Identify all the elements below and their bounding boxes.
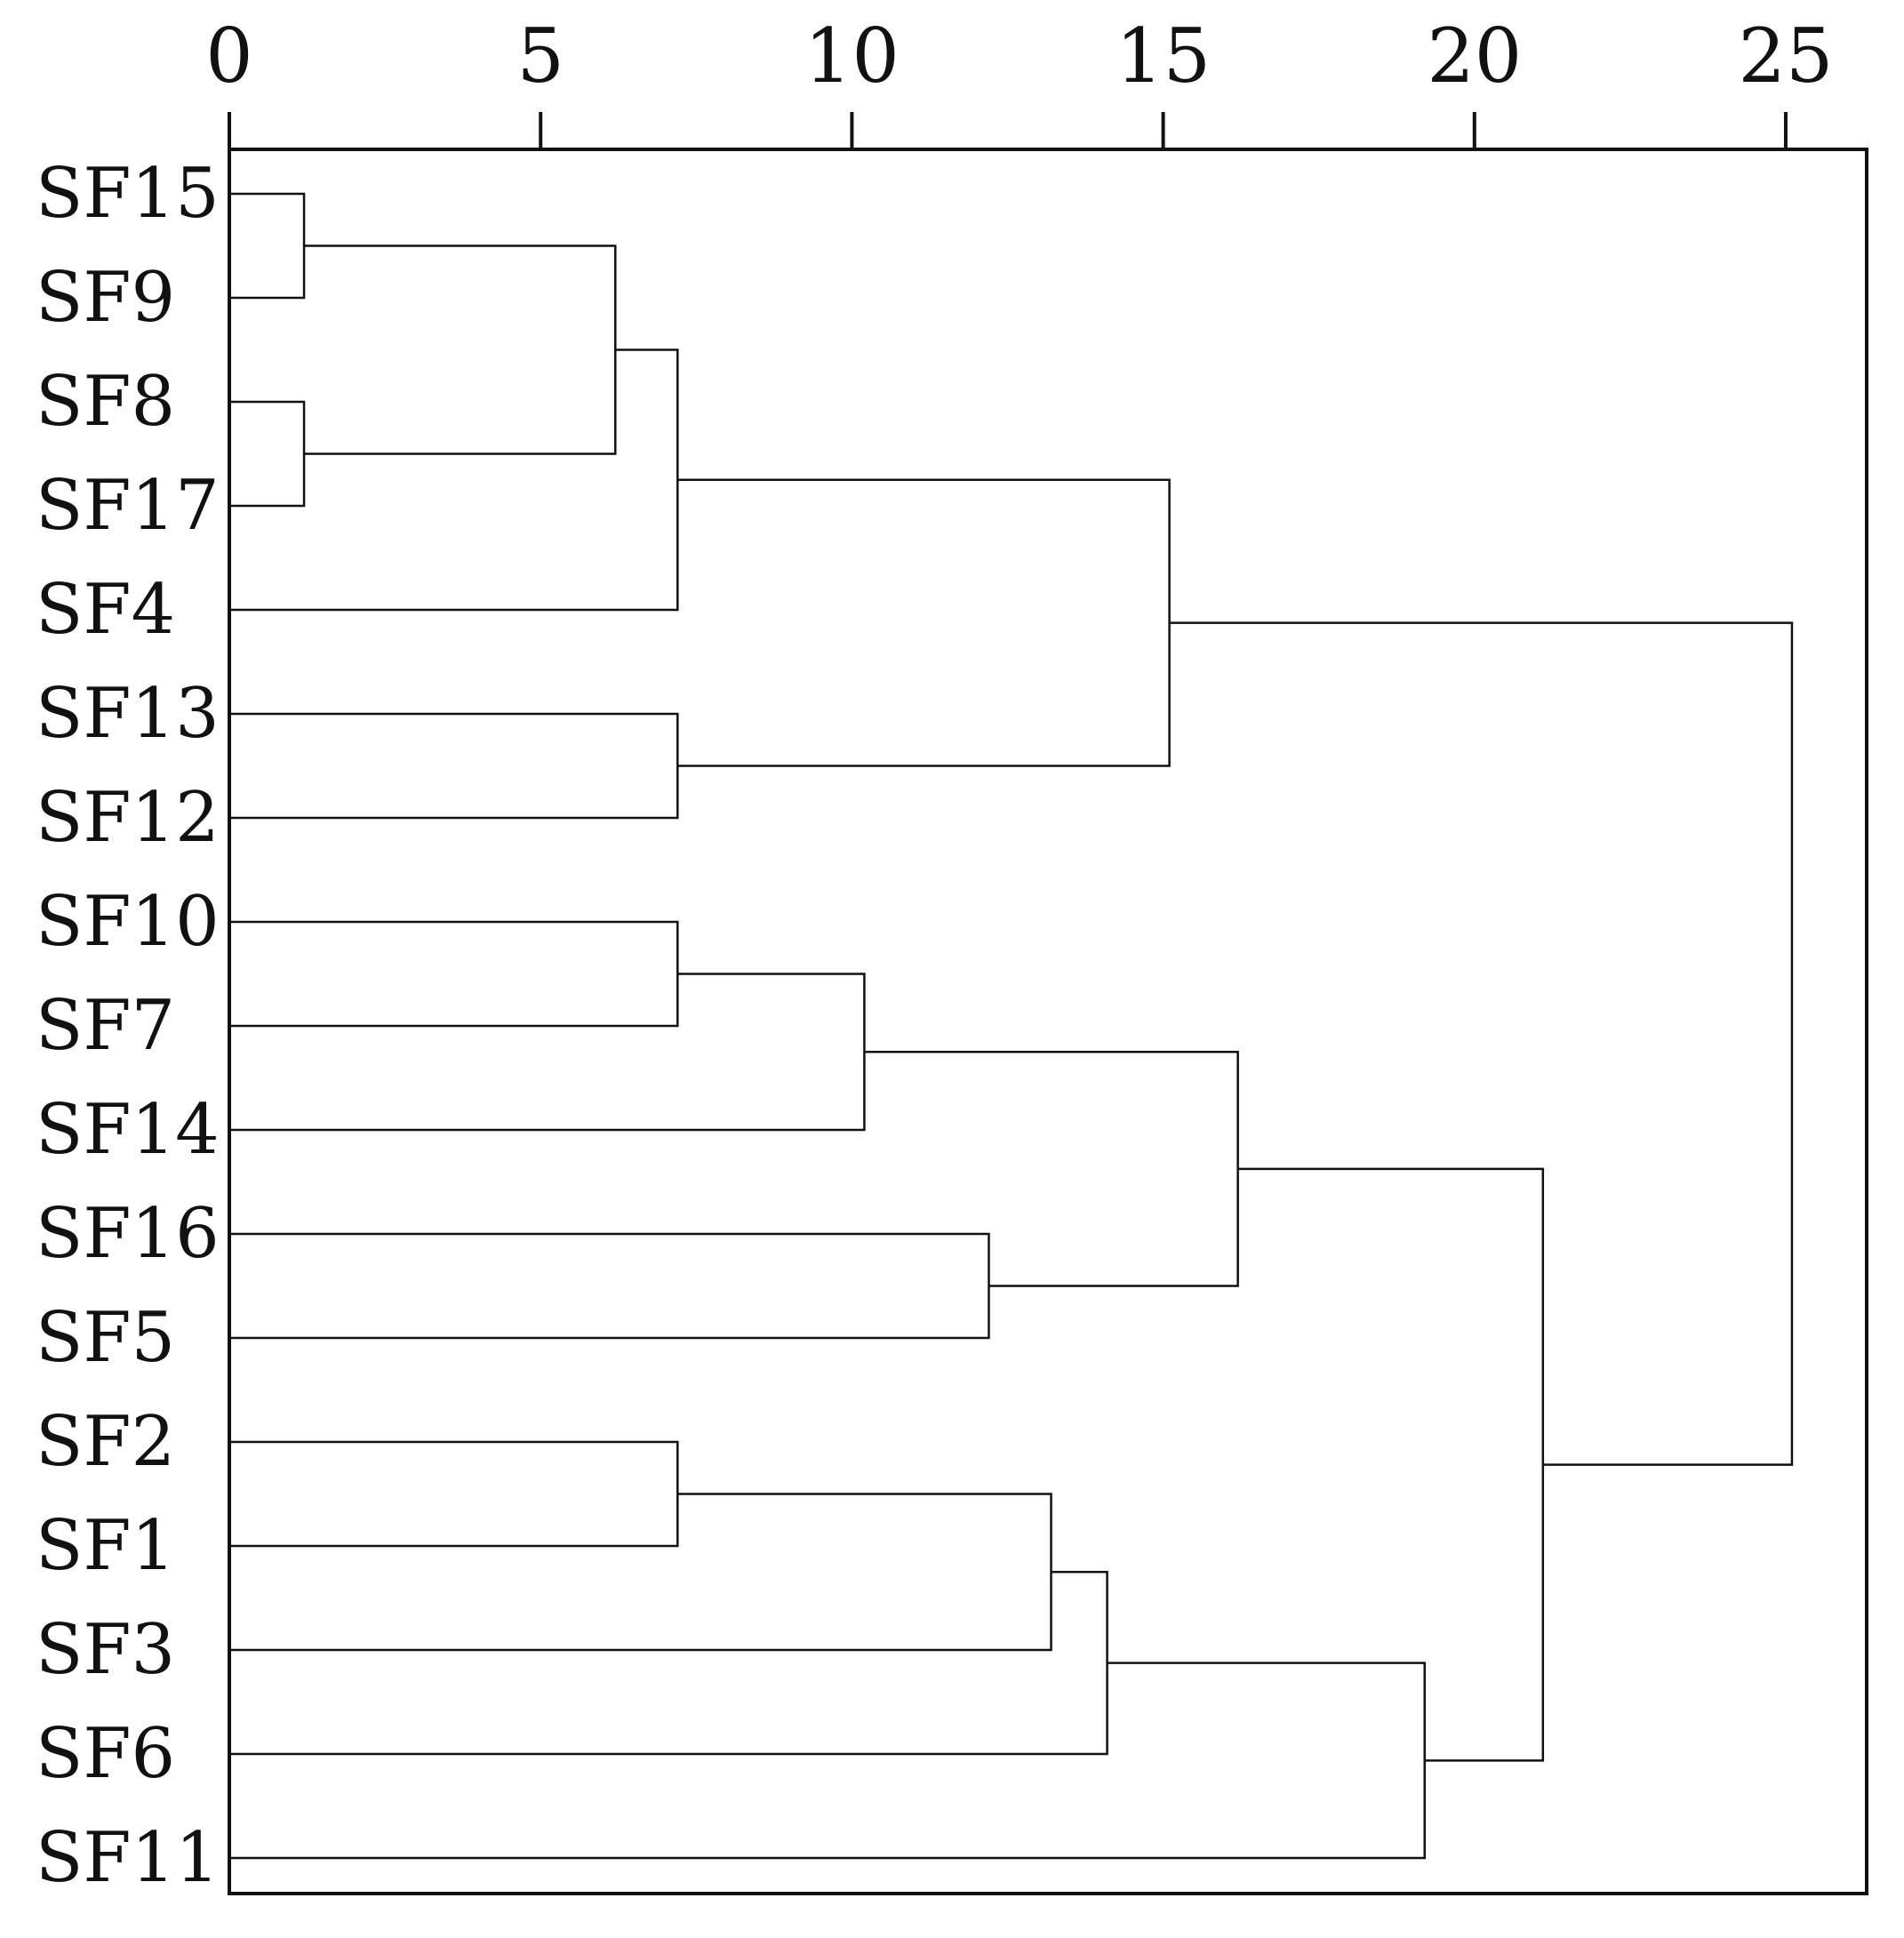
link-c1 [229, 192, 306, 300]
link-c9 [229, 1232, 990, 1340]
link-c6 [677, 478, 1171, 767]
link-c10 [864, 1051, 1239, 1287]
leaf-label-sf17: SF17 [36, 466, 220, 546]
leaf-label-sf10: SF10 [36, 882, 220, 962]
link-c8 [229, 973, 866, 1132]
link-c2 [229, 400, 306, 508]
leaf-label-sf15: SF15 [36, 154, 220, 234]
x-tick-label-5: 5 [516, 12, 564, 100]
leaf-label-sf4: SF4 [36, 570, 175, 650]
link-c15 [1237, 1167, 1545, 1762]
link-c5 [229, 712, 679, 820]
leaf-label-sf8: SF8 [36, 362, 175, 442]
x-tick-label-10: 10 [804, 12, 900, 100]
link-c7 [229, 920, 679, 1028]
x-tick-label-20: 20 [1427, 12, 1522, 100]
leaf-label-sf9: SF9 [36, 258, 175, 338]
x-tick-label-0: 0 [205, 12, 252, 100]
leaf-label-sf3: SF3 [36, 1610, 175, 1690]
leaf-label-sf13: SF13 [36, 674, 220, 754]
leaf-label-sf11: SF11 [36, 1818, 220, 1898]
link-c11 [229, 1440, 679, 1548]
x-tick-label-25: 25 [1739, 12, 1834, 100]
leaf-label-sf12: SF12 [36, 778, 220, 858]
leaf-label-sf7: SF7 [36, 986, 175, 1066]
leaf-label-sf2: SF2 [36, 1402, 175, 1482]
dendrogram-links [229, 192, 1794, 1860]
plot-frame [228, 148, 1868, 1895]
link-c14 [229, 1662, 1426, 1860]
leaf-label-sf1: SF1 [36, 1506, 175, 1586]
leaf-label-sf6: SF6 [36, 1714, 175, 1794]
leaf-label-sf14: SF14 [36, 1090, 220, 1170]
leaf-label-sf5: SF5 [36, 1298, 175, 1378]
leaf-label-sf16: SF16 [36, 1194, 220, 1274]
link-c4 [229, 348, 679, 612]
link-c12 [229, 1493, 1052, 1652]
x-axis-ticks: 0 5 10 15 20 25 [205, 12, 1833, 149]
x-tick-label-15: 15 [1116, 12, 1211, 100]
link-c3 [304, 244, 617, 455]
leaf-labels: SF15SF9SF8SF17SF4SF13SF12SF10SF7SF14SF16… [36, 154, 220, 1898]
link-c16 [1169, 621, 1794, 1466]
link-c13 [229, 1571, 1108, 1756]
